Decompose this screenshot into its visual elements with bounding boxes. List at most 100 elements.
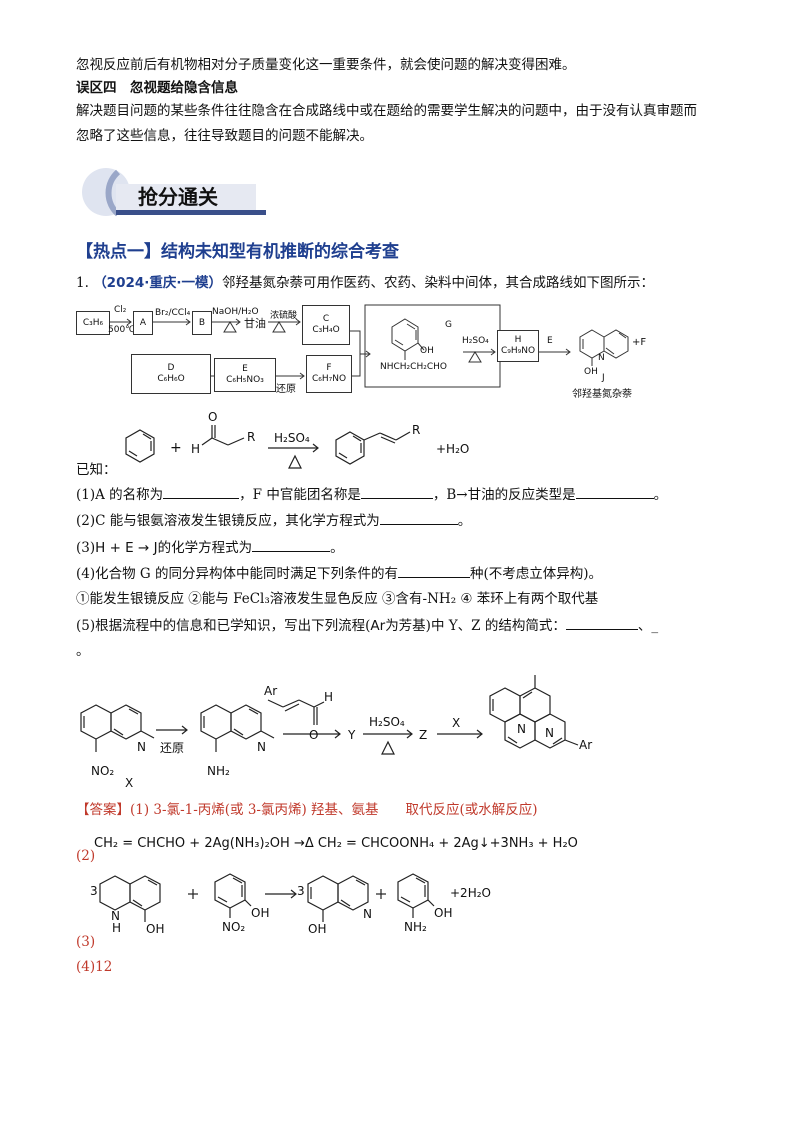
label-cl2: Cl₂ — [114, 305, 127, 315]
route2-h2so4: H₂SO₄ — [369, 715, 405, 729]
known-reaction-structures — [125, 425, 411, 469]
q4: (4)化合物 G 的同分异构体中能同时满足下列条件的有种(不考虑立体异构)。 — [76, 563, 602, 584]
q3-eq: H + E → J — [95, 540, 158, 556]
known-h2so4: H₂SO₄ — [274, 431, 310, 445]
q2-text-b: 。 — [457, 513, 472, 529]
answer-a2-label: (2) — [76, 848, 96, 864]
route-q5-structures — [80, 675, 579, 755]
label-e-reagent: E — [547, 336, 553, 346]
route2-x: X — [125, 776, 134, 790]
q3-text-a: (3) — [76, 540, 96, 556]
route2-reduce: 还原 — [160, 741, 185, 755]
a3-oh2: OH — [251, 906, 270, 920]
a3-oh4: OH — [434, 906, 453, 920]
banner-title: 抢分通关 — [138, 185, 218, 209]
answer-a3-label: (3) — [76, 934, 96, 950]
question-stem-text: 邻羟基氮杂萘可用作医药、农药、染料中间体，其合成路线如下图所示： — [222, 275, 655, 291]
label-j: J — [602, 373, 605, 383]
route2-ar: Ar — [264, 684, 278, 698]
q5-text-c: 、_ — [637, 618, 659, 634]
route2-h: H — [324, 690, 334, 704]
label-br2: Br₂/CCl₄ — [155, 308, 191, 318]
route2-y: Y — [348, 728, 356, 742]
q5-ar: Ar — [370, 618, 386, 634]
answer-1: 【答案】(1) 3-氯-1-丙烯(或 3-氯丙烯) 羟基、氨基 取代反应(或水解… — [76, 800, 538, 820]
answer-a1: (1) 3-氯-1-丙烯(或 3-氯丙烯) 羟基、氨基 取代反应(或水解反应) — [130, 802, 538, 818]
q5: (5)根据流程中的信息和已学知识，写出下列流程(Ar为芳基)中 Y、Z 的结构简… — [76, 615, 658, 636]
q3: (3)H + E → J的化学方程式为 。 — [76, 537, 344, 558]
known-r: R — [247, 430, 256, 444]
mistake-title: 误区四 忽视题给隐含信息 — [76, 80, 238, 96]
label-g: G — [445, 320, 452, 330]
label-g-oh: OH — [420, 346, 434, 356]
section-banner: 抢分通关 — [76, 164, 266, 220]
a3-water: +2H₂O — [450, 886, 491, 900]
label-glycerol: 甘油 — [244, 317, 266, 330]
q1-text-c: ，B→甘油的反应类型是 — [432, 487, 576, 503]
box-c3h6: C₃H₆ — [76, 311, 110, 335]
route2-nh2: NH₂ — [207, 764, 230, 778]
label-j-n: N — [598, 353, 605, 363]
intro-line-1: 忽视反应前后有机物相对分子质量变化这一重要条件，就会使问题的解决变得困难。 — [76, 57, 576, 73]
route2-no2: NO₂ — [91, 764, 115, 778]
label-h2so4-route: H₂SO₄ — [462, 336, 489, 346]
route2-o: O — [309, 728, 319, 742]
a3-nh2: NH₂ — [404, 920, 427, 934]
known-o: O — [208, 410, 218, 424]
q5-end: 。 — [76, 643, 90, 659]
a3-nh: N — [111, 909, 120, 923]
label-g-sub: NHCH₂CH₂CHO — [380, 362, 447, 372]
known-water: +H₂O — [436, 442, 470, 456]
question-number: 1. — [76, 275, 89, 291]
route2-z: Z — [419, 728, 428, 742]
q1: (1)A 的名称为，F 中官能团名称是，B→甘油的反应类型是。 — [76, 484, 667, 505]
question-source: （2024·重庆·一模） — [93, 275, 223, 291]
a3-coef1: 3 — [90, 884, 98, 898]
q4-conditions: ①能发生银镜反应 ②能与 FeCl₃溶液发生显色反应 ③含有-NH₂ ④ 苯环上… — [76, 591, 599, 607]
a3-n: N — [363, 907, 372, 921]
label-naoh: NaOH/H₂O — [212, 307, 259, 317]
q3-blank[interactable] — [252, 537, 331, 552]
label-reduce: 还原 — [276, 384, 296, 395]
a3-coef2: 3 — [297, 884, 305, 898]
q2-blank[interactable] — [379, 510, 458, 525]
answer-a2-eq: CH₂ = CHCHO + 2Ag(NH₃)₂OH →Δ CH₂ = CHCOO… — [94, 836, 578, 851]
route2-n1: N — [137, 740, 146, 754]
known-h: H — [191, 442, 201, 456]
box-b: B — [192, 311, 212, 335]
q4-text-a: (4)化合物 G 的同分异构体中能同时满足下列条件的有 — [76, 566, 398, 582]
q1-blank-3[interactable] — [575, 484, 654, 499]
q5-text-a: (5)根据流程中的信息和已学知识，写出下列流程( — [76, 618, 371, 634]
q5-blank-1[interactable] — [565, 615, 638, 630]
label-conc-h2so4: 浓硫酸 — [270, 311, 298, 321]
q1-blank-1[interactable] — [163, 484, 240, 499]
route2-ar2: Ar — [579, 738, 593, 752]
q1-text-d: 。 — [653, 487, 668, 503]
hotspot-title: 【热点一】结构未知型有机推断的综合考查 — [76, 242, 399, 262]
q3-text-b: 的化学方程式为 — [157, 540, 253, 556]
label-j-oh: OH — [584, 367, 598, 377]
q4-blank[interactable] — [398, 563, 470, 578]
q1-text-b: ，F 中官能团名称是 — [239, 487, 361, 503]
q3-text-c: 。 — [330, 540, 344, 556]
label-j-name: 邻羟基氮杂萘 — [572, 389, 632, 400]
q1-blank-2[interactable] — [360, 484, 433, 499]
a3-oh1: OH — [146, 922, 165, 936]
route2-x2: X — [452, 716, 461, 730]
route2-n2: N — [257, 740, 266, 754]
answer-a3-drawing — [99, 873, 435, 922]
a3-no2: NO₂ — [222, 920, 246, 934]
answer-label: 【答案】 — [76, 802, 130, 818]
known-label: 已知： — [76, 462, 117, 478]
label-temp: 500℃ — [108, 325, 136, 335]
q2-text-a: (2)C 能与银氨溶液发生银镜反应，其化学方程式为 — [76, 513, 380, 529]
question-stem: 1. （2024·重庆·一模）邻羟基氮杂萘可用作医药、农药、染料中间体，其合成路… — [76, 273, 654, 293]
known-r2: R — [412, 423, 421, 437]
a3-oh3: OH — [308, 922, 327, 936]
label-plus-f: +F — [632, 337, 647, 348]
